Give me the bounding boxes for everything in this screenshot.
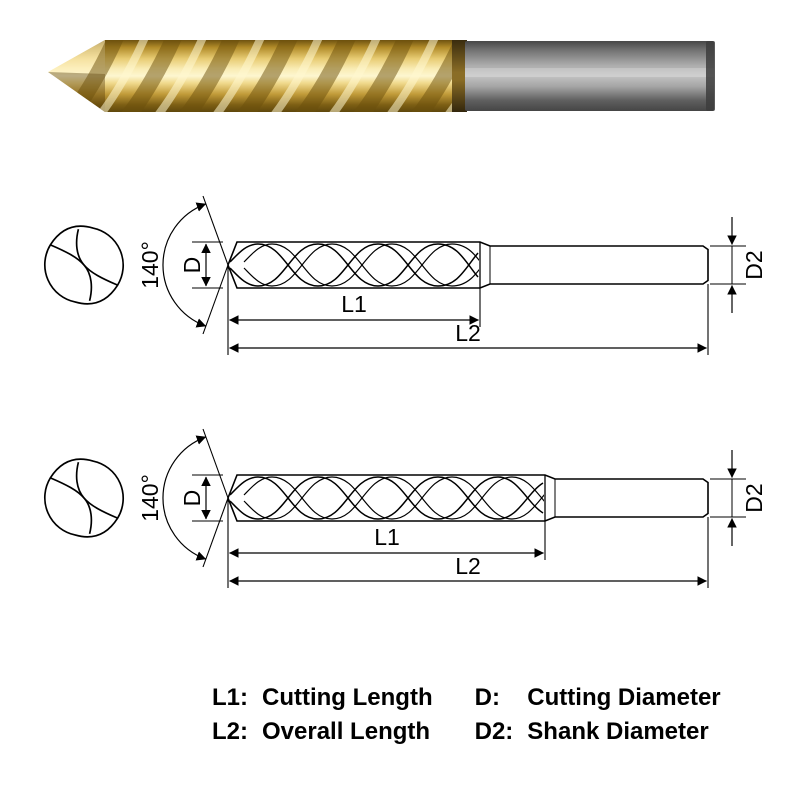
flute-helix-lines	[229, 476, 544, 520]
cutting-diameter-label: D	[179, 490, 205, 507]
legend: L1: Cutting Length L2: Overall Length D:…	[212, 684, 800, 745]
legend-d2-label: D2:	[474, 718, 514, 745]
shank-end-cap	[706, 41, 715, 111]
tip-facet-top	[48, 40, 105, 74]
cutting-length-label: L1	[374, 524, 400, 550]
end-view-cross-section	[44, 458, 124, 538]
shank-body-gray	[465, 41, 714, 111]
legend-length-group: L1: Cutting Length L2: Overall Length	[212, 684, 433, 745]
overall-length-label: L2	[455, 320, 481, 346]
shank-diameter-label: D2	[741, 483, 767, 512]
technical-drawing-long: 140° D D2 L1	[44, 428, 767, 588]
legend-l1-label: L1:	[212, 684, 248, 711]
legend-diameter-group: D: Cutting Diameter D2: Shank Diameter	[475, 684, 721, 745]
cutting-diameter-dimension: D	[179, 474, 223, 522]
point-angle-label: 140°	[137, 474, 163, 522]
flute-spiral-stripes	[57, 40, 462, 112]
shank-diameter-dimension: D2	[710, 450, 767, 546]
shank-diameter-dimension: D2	[710, 217, 767, 313]
shank-diameter-label: D2	[741, 250, 767, 279]
overall-length-label: L2	[455, 553, 481, 579]
legend-d-text: Cutting Diameter	[527, 684, 721, 711]
legend-l2-text: Overall Length	[262, 718, 431, 745]
flute-helix-lines	[229, 243, 479, 287]
technical-drawing-short: 140° D D2	[44, 195, 767, 355]
cutting-length-dimension: L1	[227, 500, 546, 588]
point-angle-dimension: 140°	[137, 428, 229, 568]
point-angle-label: 140°	[137, 241, 163, 289]
product-photo-drill	[48, 40, 715, 112]
overall-length-dimension: L2	[229, 517, 709, 588]
cutting-diameter-dimension: D	[179, 241, 223, 289]
legend-l1-text: Cutting Length	[262, 684, 433, 711]
legend-l2-label: L2:	[212, 718, 248, 745]
cutting-diameter-label: D	[179, 257, 205, 274]
legend-d2-text: Shank Diameter	[527, 718, 709, 745]
end-view-cross-section	[44, 225, 124, 305]
overall-length-dimension: L2	[229, 284, 709, 355]
cutting-length-label: L1	[341, 291, 367, 317]
point-angle-dimension: 140°	[137, 195, 229, 335]
cutting-length-dimension: L1	[227, 267, 481, 355]
flute-shank-transition-ring	[452, 40, 467, 112]
shank-highlight	[465, 68, 714, 77]
legend-d-label: D:	[474, 684, 500, 711]
